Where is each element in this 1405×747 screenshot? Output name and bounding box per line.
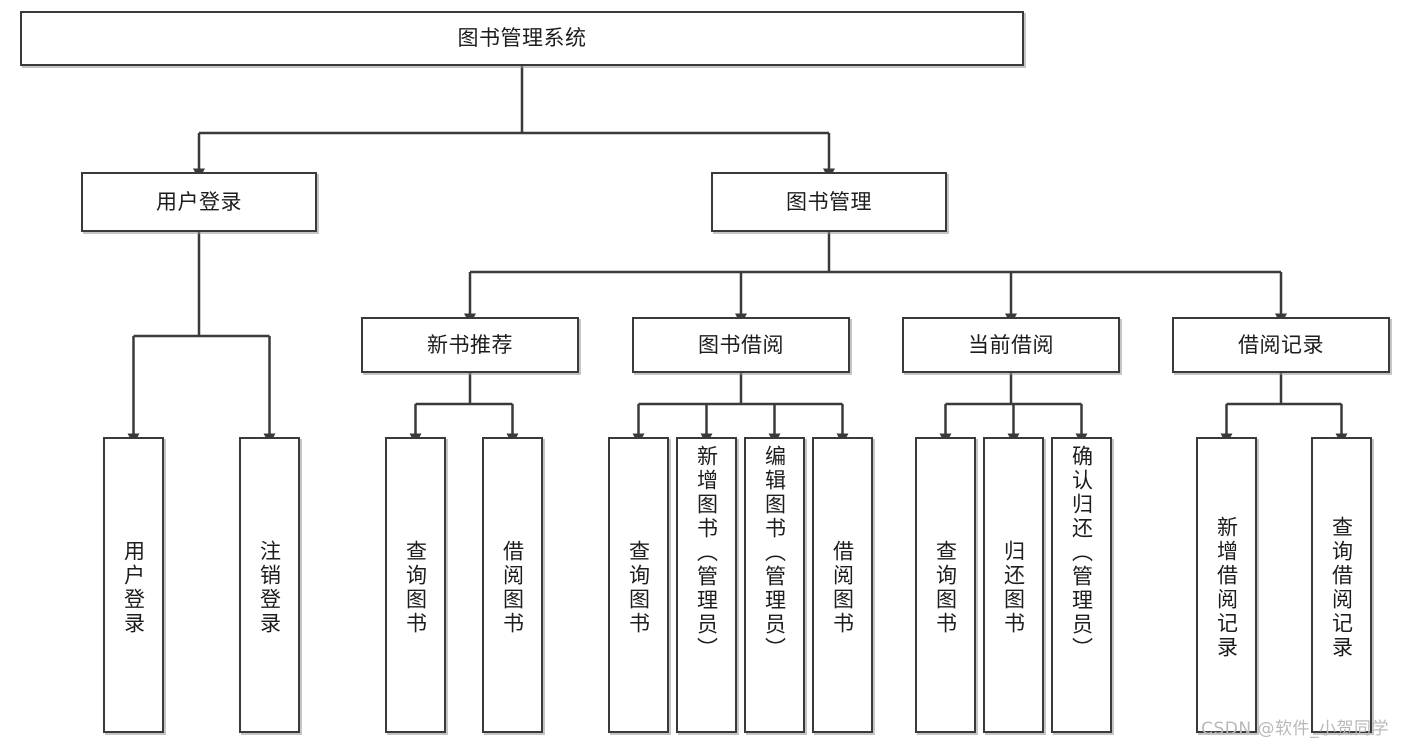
node-root[interactable]: 图书管理系统 bbox=[20, 11, 1024, 66]
node-label: 查询图书 bbox=[626, 540, 651, 636]
node-label: 确认归还（管理员） bbox=[1069, 445, 1094, 661]
node-label: 图书借阅 bbox=[698, 332, 784, 357]
node-leaf-cur-query-book[interactable]: 查询图书 bbox=[915, 437, 976, 733]
node-leaf-rec-add-record[interactable]: 新增借阅记录 bbox=[1196, 437, 1257, 733]
node-label: 新增借阅记录 bbox=[1214, 516, 1239, 660]
node-leaf-rec-query-record[interactable]: 查询借阅记录 bbox=[1311, 437, 1372, 733]
node-label: 查询借阅记录 bbox=[1329, 516, 1354, 660]
node-leaf-logout[interactable]: 注销登录 bbox=[239, 437, 300, 733]
node-book-manage[interactable]: 图书管理 bbox=[711, 172, 947, 232]
node-leaf-borrow-query-book[interactable]: 查询图书 bbox=[608, 437, 669, 733]
node-borrow-record[interactable]: 借阅记录 bbox=[1172, 317, 1390, 373]
node-label: 用户登录 bbox=[156, 189, 242, 214]
node-book-borrow[interactable]: 图书借阅 bbox=[632, 317, 850, 373]
node-current-borrow[interactable]: 当前借阅 bbox=[902, 317, 1120, 373]
node-new-book-recommend[interactable]: 新书推荐 bbox=[361, 317, 579, 373]
node-label: 编辑图书（管理员） bbox=[762, 445, 787, 661]
node-label: 查询图书 bbox=[403, 540, 428, 636]
node-label: 归还图书 bbox=[1001, 540, 1026, 636]
node-label: 新增图书（管理员） bbox=[694, 445, 719, 661]
node-label: 图书管理系统 bbox=[457, 26, 587, 51]
node-label: 借阅记录 bbox=[1238, 332, 1324, 357]
node-leaf-rec-borrow-book[interactable]: 借阅图书 bbox=[482, 437, 543, 733]
node-label: 当前借阅 bbox=[968, 332, 1054, 357]
node-label: 查询图书 bbox=[933, 540, 958, 636]
node-leaf-borrow-borrow-book[interactable]: 借阅图书 bbox=[812, 437, 873, 733]
node-leaf-borrow-edit-book[interactable]: 编辑图书（管理员） bbox=[744, 437, 805, 733]
node-label: 图书管理 bbox=[786, 189, 872, 214]
node-label: 用户登录 bbox=[121, 540, 146, 636]
node-leaf-rec-query-book[interactable]: 查询图书 bbox=[385, 437, 446, 733]
node-label: 新书推荐 bbox=[427, 332, 513, 357]
node-user-login[interactable]: 用户登录 bbox=[81, 172, 317, 232]
node-label: 借阅图书 bbox=[500, 540, 525, 636]
node-leaf-user-login[interactable]: 用户登录 bbox=[103, 437, 164, 733]
node-label: 注销登录 bbox=[257, 540, 282, 636]
node-leaf-cur-return-book[interactable]: 归还图书 bbox=[983, 437, 1044, 733]
watermark-text: CSDN @软件_小贺同学 bbox=[1201, 719, 1389, 739]
node-leaf-borrow-add-book[interactable]: 新增图书（管理员） bbox=[676, 437, 737, 733]
node-label: 借阅图书 bbox=[830, 540, 855, 636]
node-leaf-cur-confirm-return[interactable]: 确认归还（管理员） bbox=[1051, 437, 1112, 733]
